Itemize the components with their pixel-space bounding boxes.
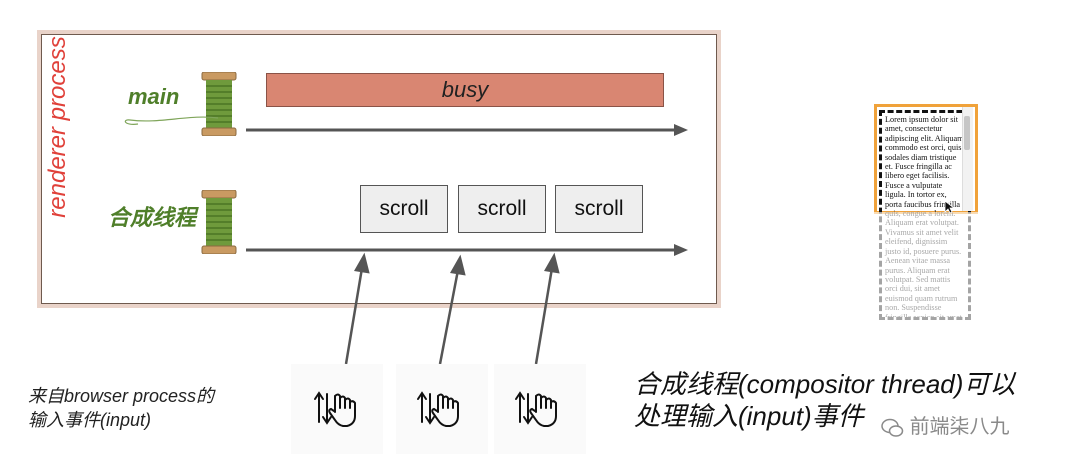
touch-input-card [396,364,488,454]
main-timeline-arrow [246,124,688,136]
scroll-task-box: scroll [458,185,546,233]
spool-icon [201,72,237,136]
scroll-task-box: scroll [555,185,643,233]
input-event-arrows [344,252,560,365]
renderer-process-label: renderer process [44,36,71,218]
thread-curl [124,116,219,125]
input-source-description: 来自browser process的 输入事件(input) [28,384,214,432]
touch-input-card [494,364,586,454]
compositor-note: 合成线程(compositor thread)可以 处理输入(input)事件 [634,368,1015,432]
spool-icon [201,190,237,254]
compositor-note-line1: 合成线程(compositor thread)可以 [634,369,1016,399]
cursor-icon [944,200,956,214]
input-description-line1: 来自browser process的 [28,386,215,406]
scroll-task-box: scroll [360,185,448,233]
watermark-text: 前端柒八九 [909,416,1010,438]
touch-scroll-icon [515,391,557,427]
compositor-timeline-arrow [246,244,688,256]
input-description-line2: 输入事件(input) [28,410,152,430]
touch-input-card [291,364,383,454]
main-thread-label: main [128,84,180,109]
scroll-demo: Lorem ipsum dolor sit amet, consectetur … [874,104,980,320]
wechat-icon [880,418,904,438]
compositor-note-line2: 处理输入(input)事件 [634,401,864,431]
compositor-thread-label: 合成线程 [108,205,197,230]
offscreen-content-overlay [874,212,980,320]
viewport-frame [874,104,978,214]
busy-task-bar: busy [266,73,664,107]
scrollbar[interactable] [962,107,973,211]
touch-scroll-icon [314,391,356,427]
scrollbar-thumb[interactable] [964,116,970,150]
watermark: 前端柒八九 [880,410,1010,439]
touch-scroll-icon [417,391,459,427]
